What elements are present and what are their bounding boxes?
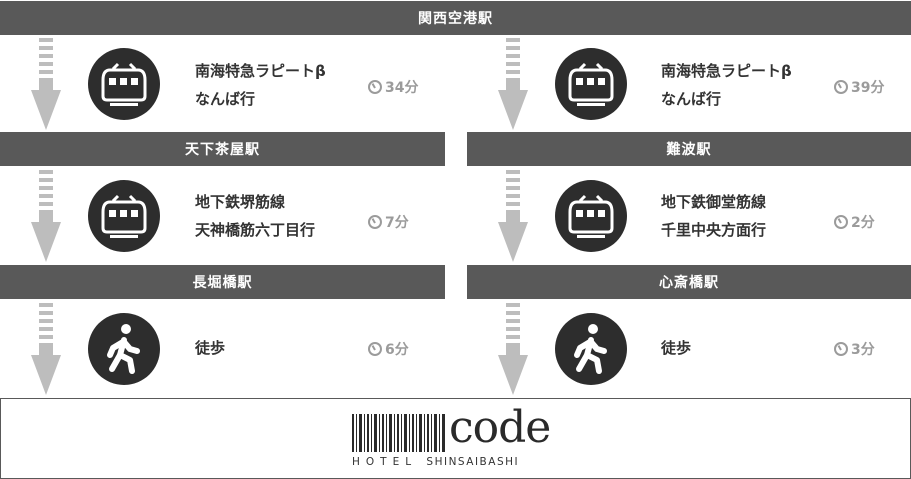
walking-person-icon xyxy=(88,313,160,385)
duration: 34分 xyxy=(368,77,418,97)
station-bar-namba: 難波駅 xyxy=(467,132,911,166)
duration-value: 6分 xyxy=(385,342,409,358)
route-text: 地下鉄堺筋線 天神橋筋六丁目行 xyxy=(195,188,315,244)
hotel-tagline: HOTEL SHINSAIBASHI xyxy=(352,456,519,468)
down-arrow-icon xyxy=(31,38,61,130)
line-name: 地下鉄堺筋線 xyxy=(195,193,286,211)
tagline-area: SHINSAIBASHI xyxy=(426,456,520,468)
duration: 2分 xyxy=(834,212,875,232)
line-name: 徒歩 xyxy=(661,339,692,357)
route-text: 徒歩 xyxy=(661,334,691,362)
tagline-hotel: HOTEL xyxy=(352,456,418,468)
station-bar-nagahoribashi: 長堀橋駅 xyxy=(0,265,445,299)
down-arrow-icon xyxy=(31,303,61,395)
clock-icon xyxy=(834,80,848,94)
station-bar-kansai-airport: 関西空港駅 xyxy=(0,1,911,35)
line-name: 徒歩 xyxy=(195,339,226,357)
clock-icon xyxy=(368,215,382,229)
route-text: 南海特急ラピートβ なんば行 xyxy=(195,57,326,113)
clock-icon xyxy=(368,80,382,94)
station-name: 関西空港駅 xyxy=(418,11,493,27)
direction: 千里中央方面行 xyxy=(661,221,767,239)
down-arrow-icon xyxy=(31,170,61,262)
train-icon xyxy=(88,180,160,252)
duration-value: 3分 xyxy=(851,342,875,358)
clock-icon xyxy=(834,215,848,229)
station-name: 心斎橋駅 xyxy=(659,275,719,291)
down-arrow-icon xyxy=(498,303,528,395)
line-name: 南海特急ラピートβ xyxy=(195,62,326,80)
duration: 6分 xyxy=(368,339,409,359)
down-arrow-icon xyxy=(498,170,528,262)
hotel-logo-box xyxy=(0,398,911,479)
duration: 7分 xyxy=(368,212,409,232)
duration-value: 39分 xyxy=(851,80,885,96)
duration: 39分 xyxy=(834,77,884,97)
train-icon xyxy=(555,48,627,120)
walking-person-icon xyxy=(555,313,627,385)
line-name: 地下鉄御堂筋線 xyxy=(661,193,767,211)
station-name: 長堀橋駅 xyxy=(192,275,253,291)
train-icon xyxy=(555,180,627,252)
duration: 3分 xyxy=(834,339,875,359)
station-name: 天下茶屋駅 xyxy=(185,142,260,158)
clock-icon xyxy=(834,342,848,356)
duration-value: 2分 xyxy=(851,215,875,231)
route-text: 徒歩 xyxy=(195,334,225,362)
route-text: 南海特急ラピートβ なんば行 xyxy=(661,57,792,113)
direction: なんば行 xyxy=(195,90,256,108)
station-bar-shinsaibashi: 心斎橋駅 xyxy=(467,265,911,299)
down-arrow-icon xyxy=(498,38,528,130)
route-text: 地下鉄御堂筋線 千里中央方面行 xyxy=(661,188,766,244)
barcode-logo-icon xyxy=(352,414,445,452)
station-bar-tengachaya: 天下茶屋駅 xyxy=(0,132,445,166)
line-name: 南海特急ラピートβ xyxy=(661,62,792,80)
direction: 天神橋筋六丁目行 xyxy=(195,221,316,239)
hotel-logo-word: code xyxy=(449,402,551,453)
train-icon xyxy=(88,48,160,120)
direction: なんば行 xyxy=(661,90,722,108)
clock-icon xyxy=(368,342,382,356)
station-name: 難波駅 xyxy=(666,142,712,158)
duration-value: 34分 xyxy=(385,80,419,96)
duration-value: 7分 xyxy=(385,215,409,231)
